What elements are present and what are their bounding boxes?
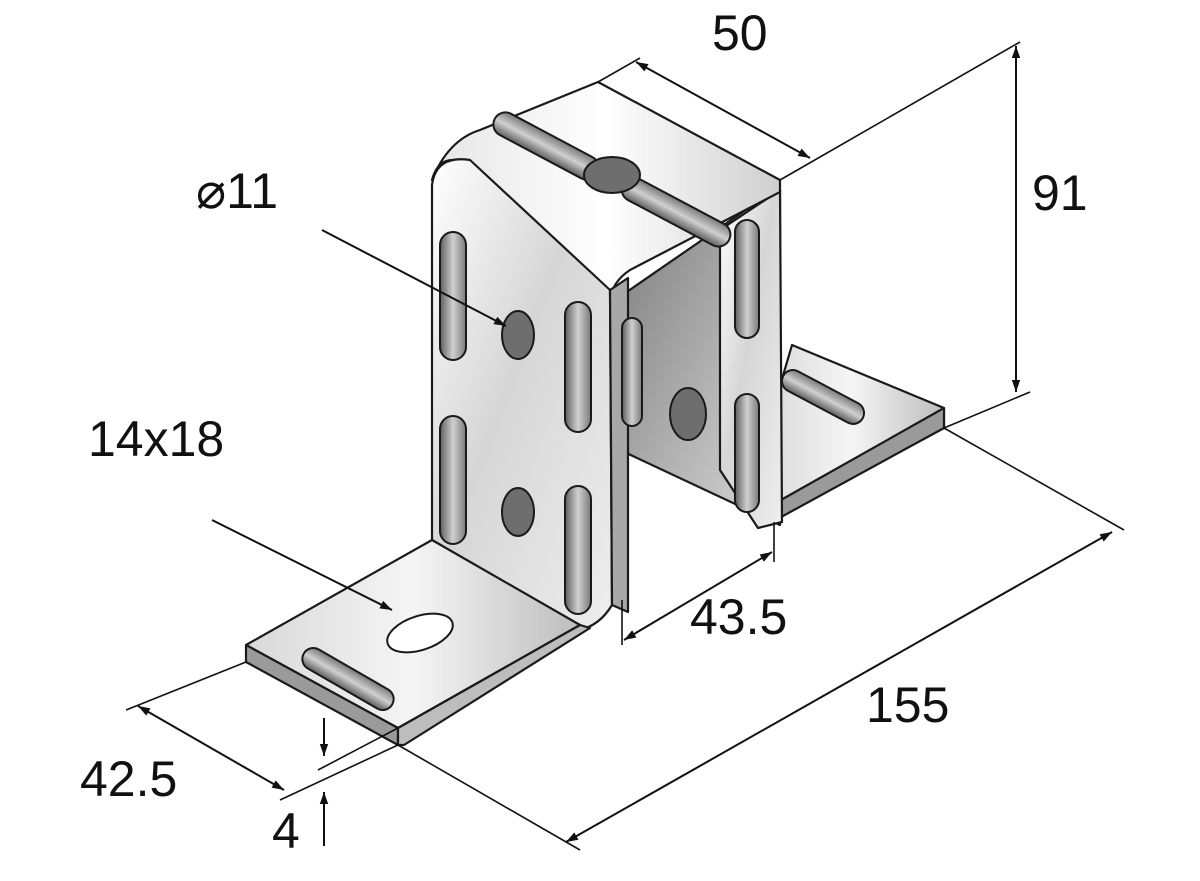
- dim-42-ext-1: [125, 661, 247, 711]
- dim-4-ext: [317, 727, 399, 771]
- front-leg-slot-2: [439, 415, 467, 545]
- front-leg-slot-3: [564, 301, 592, 433]
- dimension-labels: 50 91 ⌀11 14x18 43.5 155 42.5 4: [80, 5, 1088, 859]
- front-leg-hole-2: [501, 487, 535, 537]
- label-height: 91: [1032, 165, 1088, 221]
- front-leg-slot-4: [564, 485, 592, 615]
- dim-155-ext-2: [397, 744, 581, 851]
- dim-50-line: [635, 61, 811, 159]
- dim-50-ext-2: [779, 41, 1021, 181]
- top-hole: [583, 156, 641, 194]
- dim-91-ext-bottom: [943, 391, 1031, 429]
- label-inner-width: 43.5: [690, 589, 787, 645]
- dim-slot-leader: [211, 519, 393, 611]
- right-flange-slot: [780, 369, 866, 425]
- left-flange-side: [396, 623, 592, 747]
- dim-diameter-leader: [321, 229, 507, 327]
- dim-50-ext-1: [597, 57, 641, 83]
- dim-155-ext-1: [943, 427, 1125, 531]
- inner-hole: [669, 387, 707, 441]
- inner-slot-3: [621, 317, 643, 427]
- front-leg-hole-1: [501, 310, 535, 360]
- bracket-part: [244, 80, 946, 747]
- dim-155-line: [565, 531, 1113, 843]
- left-flange-hole: [386, 612, 454, 654]
- dimension-lines: [125, 41, 1125, 851]
- label-slot-size: 14x18: [88, 411, 224, 467]
- label-width-top: 50: [712, 5, 768, 61]
- label-flange-width: 42.5: [80, 751, 177, 807]
- label-thickness: 4: [272, 803, 300, 859]
- label-hole-diameter: ⌀11: [196, 163, 278, 219]
- inner-slot-2: [734, 393, 760, 513]
- dim-42-line: [137, 705, 285, 791]
- inner-slot-1: [734, 219, 760, 339]
- left-flange-slot: [301, 647, 395, 711]
- dim-42-ext-2: [279, 744, 399, 801]
- label-length: 155: [866, 677, 949, 733]
- front-leg-slot-1: [439, 231, 467, 361]
